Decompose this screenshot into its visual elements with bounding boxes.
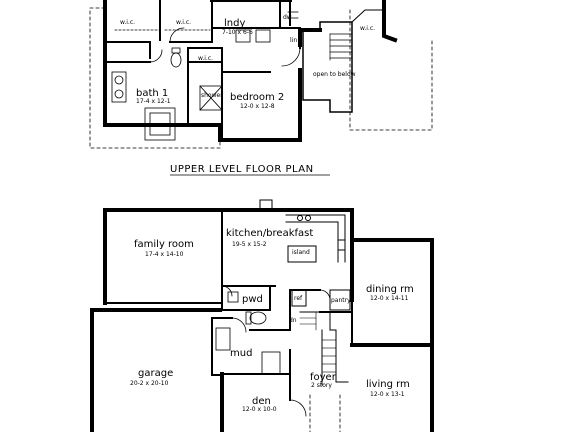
upper-lndy-label: lndy: [224, 18, 245, 29]
main-dashed-lines: [309, 394, 341, 432]
upper-wic-small-label: w.i.c.: [198, 55, 213, 62]
kitchen-label: kitchen/breakfast: [226, 228, 313, 239]
family-room-dims: 17-4 x 14-10: [145, 251, 184, 258]
pwd-label: pwd: [242, 294, 263, 305]
upper-wic-left-label: w.i.c.: [120, 19, 135, 26]
den-dims: 12-0 x 10-0: [242, 406, 277, 413]
main-interior-walls: [104, 209, 353, 401]
den-label: den: [252, 396, 271, 407]
upper-bedroom2-dims: 12-0 x 12-8: [240, 103, 275, 110]
mud-label: mud: [230, 348, 252, 359]
upper-dashed-outline: [89, 7, 433, 149]
upper-bedroom2-label: bedroom 2: [230, 92, 284, 103]
island-label: island: [292, 249, 310, 256]
pantry-label: pantry: [331, 297, 351, 304]
upper-dw-label: dw: [283, 14, 292, 21]
ref-label: ref: [294, 295, 303, 302]
upper-wic-mid-label: w.i.c.: [176, 19, 191, 26]
foyer-dims: 2 story: [311, 382, 332, 389]
living-dims: 12-0 x 13-1: [370, 391, 405, 398]
kitchen-counters: [259, 199, 351, 311]
main-fixtures: [215, 285, 331, 417]
main-stair: [299, 311, 349, 386]
upper-shower-label: shower: [201, 92, 223, 99]
upper-bath1-label: bath 1: [136, 88, 168, 99]
upper-bath1-dims: 17-4 x 12-1: [136, 98, 171, 105]
upper-level-plan: w.i.c. w.i.c. w.i.c. w.i.c. lndy 7-10 x …: [89, 0, 433, 149]
garage-dims: 20-2 x 20-10: [130, 380, 169, 387]
foyer-label: foyer: [310, 372, 337, 383]
upper-fixtures: [111, 11, 301, 141]
garage-label: garage: [138, 368, 173, 379]
upper-stair: [302, 9, 385, 113]
upper-open-to-below-label: open to below: [313, 71, 356, 78]
upper-lin-label: lin: [290, 37, 297, 44]
upper-lndy-dims: 7-10 x 6-6: [222, 29, 253, 36]
dining-label: dining rm: [366, 284, 414, 295]
main-level-plan: family room 17-4 x 14-10 kitchen/breakfa…: [90, 199, 434, 432]
family-room-label: family room: [134, 239, 194, 250]
dining-dims: 12-0 x 14-11: [370, 295, 409, 302]
main-labels: family room 17-4 x 14-10 kitchen/breakfa…: [130, 228, 414, 413]
dn-label: dn: [289, 317, 297, 324]
upper-labels: w.i.c. w.i.c. w.i.c. w.i.c. lndy 7-10 x …: [120, 14, 375, 110]
main-exterior-walls: [90, 208, 434, 432]
living-label: living rm: [366, 379, 410, 390]
upper-wic-right-label: w.i.c.: [360, 25, 375, 32]
kitchen-dims: 19-5 x 15-2: [232, 241, 267, 248]
upper-level-title: UPPER LEVEL FLOOR PLAN: [170, 164, 314, 175]
